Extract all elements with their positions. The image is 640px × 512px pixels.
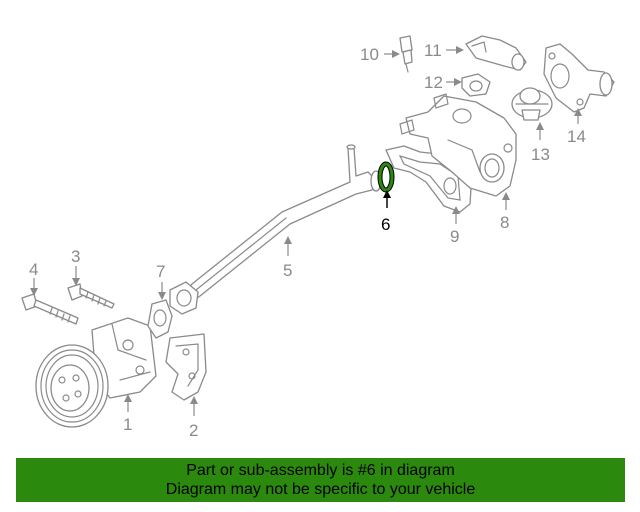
callout-14: 14 [567, 127, 586, 146]
callout-4: 4 [29, 260, 38, 279]
callout-12: 12 [424, 73, 443, 92]
part-12-gasket[interactable] [461, 73, 491, 97]
part-1-water-pump[interactable] [35, 317, 157, 428]
banner-line-disclaimer: Diagram may not be specific to your vehi… [165, 481, 476, 498]
part-13-thermostat[interactable] [511, 87, 553, 121]
part-5-water-pipe[interactable] [169, 144, 382, 315]
callout-8: 8 [500, 213, 509, 232]
part-11-water-outlet[interactable] [465, 35, 527, 71]
callout-9: 9 [450, 227, 459, 246]
callout-2: 2 [189, 421, 198, 440]
leader-lines [30, 46, 582, 416]
callout-1: 1 [123, 415, 132, 434]
part-14-inlet-housing[interactable] [543, 43, 615, 113]
part-10-sensor[interactable] [399, 35, 413, 73]
exploded-parts-diagram: 1 2 3 4 5 6 7 8 9 10 11 12 13 14 [21, 35, 615, 440]
part-3-bolt[interactable] [67, 283, 115, 309]
part-4-bolt[interactable] [21, 293, 79, 325]
callout-3: 3 [71, 247, 80, 266]
part-7-gasket[interactable] [147, 299, 173, 339]
callout-13: 13 [531, 145, 550, 164]
callout-7: 7 [156, 262, 165, 281]
info-banner: Part or sub-assembly is #6 in diagram Di… [16, 458, 625, 502]
part-6-o-ring[interactable] [377, 161, 395, 193]
banner-line-part-number: Part or sub-assembly is #6 in diagram [186, 462, 455, 479]
part-8-housing[interactable] [399, 93, 517, 197]
callout-11: 11 [424, 41, 442, 60]
part-2-pump-gasket[interactable] [165, 333, 207, 401]
callout-labels: 1 2 3 4 5 6 7 8 9 10 11 12 13 14 [29, 41, 586, 440]
callout-6: 6 [381, 215, 390, 234]
callout-5: 5 [283, 261, 292, 280]
callout-10: 10 [360, 45, 379, 64]
